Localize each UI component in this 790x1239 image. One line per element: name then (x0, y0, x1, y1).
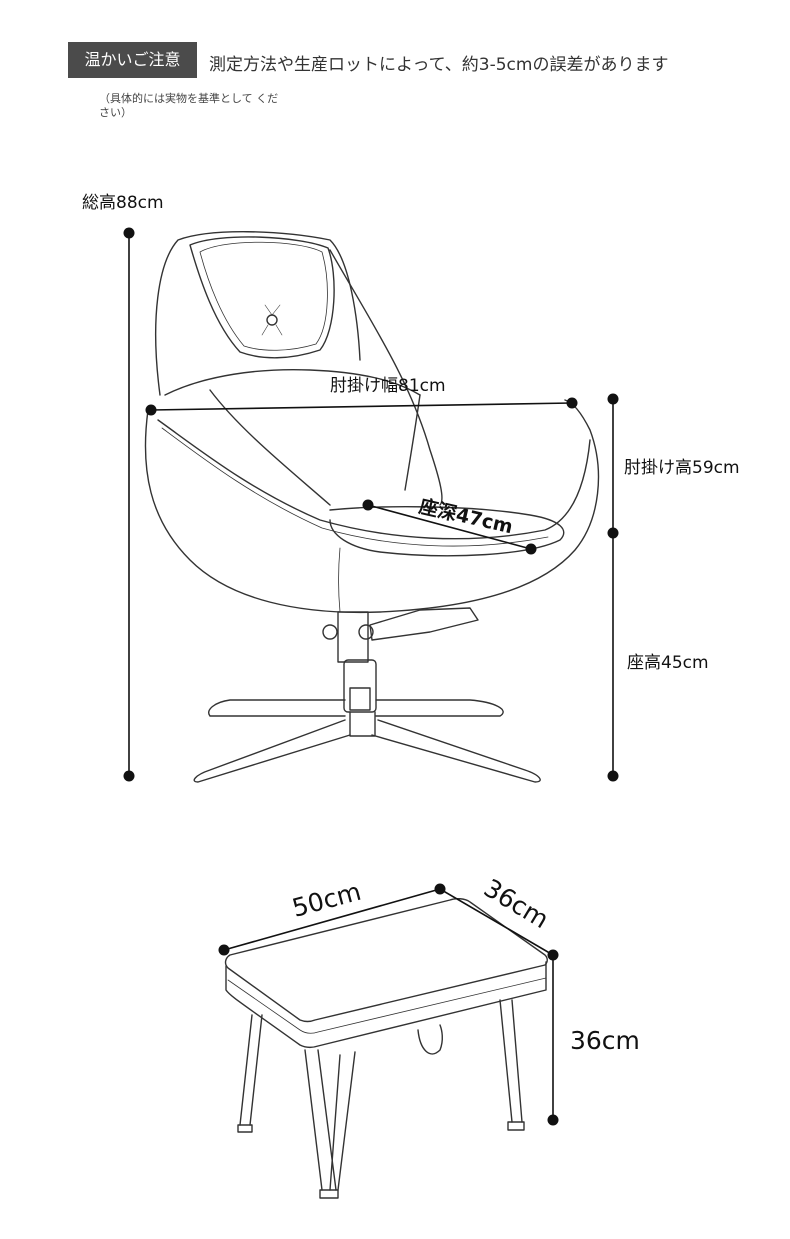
dim-dot (145, 404, 157, 416)
chair-base (208, 699, 346, 717)
chair-gas-lift (343, 659, 377, 713)
notice-badge: 温かいご注意 (68, 42, 197, 78)
chair-headrest (189, 236, 335, 359)
dim-dot (607, 770, 619, 782)
notice-text: 測定方法や生産ロットによって、約3-5cmの誤差があります (209, 55, 669, 75)
chair-backrest (155, 231, 361, 396)
seat-height-label: 座高45cm (627, 653, 709, 673)
ottoman-cushion-side (225, 961, 547, 1049)
headrest-button (266, 314, 278, 326)
armrest-width-label: 肘掛け幅81cm (330, 376, 446, 396)
chair-shell (144, 399, 600, 614)
ottoman-leg (239, 1014, 263, 1126)
ottoman-width-line (223, 888, 441, 951)
dim-dot (123, 770, 135, 782)
dim-dot (607, 527, 619, 539)
ottoman-top (224, 897, 548, 1023)
dim-dot (547, 1114, 559, 1126)
dim-dot (434, 883, 446, 895)
ottoman-depth-label: 36cm (479, 873, 554, 934)
armrest-height-label: 肘掛け高59cm (624, 458, 740, 478)
armrest-width-line (150, 402, 573, 411)
seat-depth-line (367, 504, 532, 550)
dim-dot (566, 397, 578, 409)
dim-dot (525, 543, 537, 555)
ottoman-width-label: 50cm (289, 877, 364, 923)
ottoman-leg (304, 1049, 337, 1191)
ottoman-leg (499, 999, 523, 1123)
chair-mechanism (337, 611, 369, 663)
notice-subtext: （具体的には実物を基準として ください） (99, 92, 279, 119)
dim-dot (607, 393, 619, 405)
dim-dot (123, 227, 135, 239)
chair-seat-cushion (329, 506, 565, 557)
dim-dot (218, 944, 230, 956)
ottoman-height-label: 36cm (570, 1026, 640, 1055)
total-height-label: 総高88cm (82, 193, 164, 213)
ottoman-depth-line (439, 888, 554, 956)
dim-dot (547, 949, 559, 961)
dim-dot (362, 499, 374, 511)
